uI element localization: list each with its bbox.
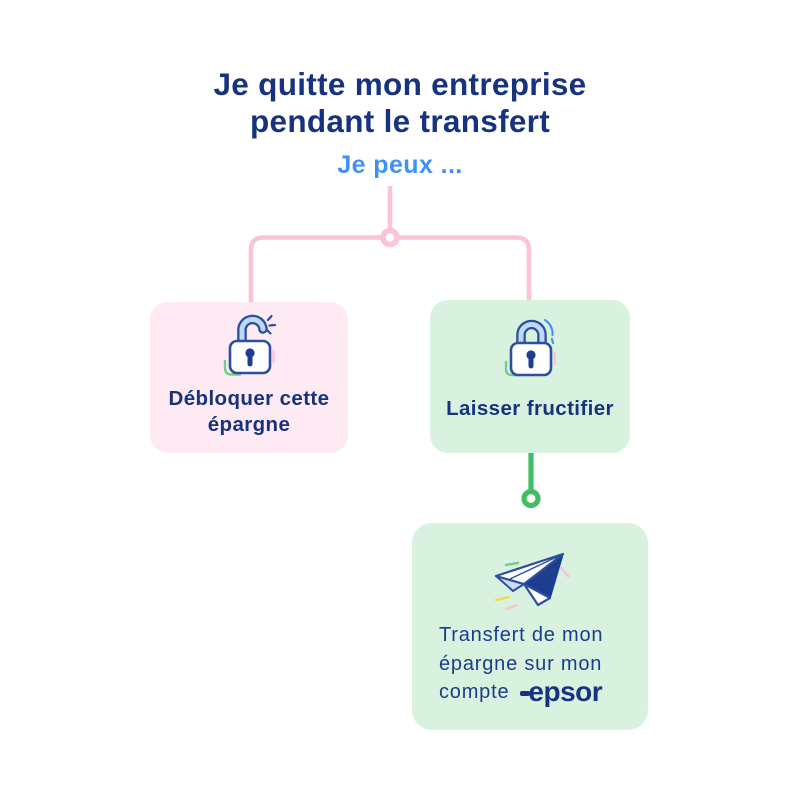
epsor-logo-dash [520,691,531,696]
card-unlock-savings: Débloquer cette épargne [150,302,348,453]
transfer-text-compte: compte [439,681,510,703]
header: Je quitte mon entreprise pendant le tran… [0,66,800,180]
green-node-circle [521,488,541,509]
closed-padlock-icon [504,318,556,377]
card-unlock-label: Débloquer cette épargne [150,386,348,438]
card-transfer-epsor: Transfert de mon épargne sur mon compte … [412,523,648,730]
pink-node-circle [380,227,400,248]
card-keep-label: Laisser fructifier [446,397,614,420]
pink-branch-connector [248,186,532,305]
paper-plane-icon [494,552,571,611]
card-keep-invested: Laisser fructifier [430,300,630,453]
transfer-text-line3: compte epsor [439,676,603,707]
page-subtitle: Je peux ... [337,151,463,179]
transfer-text-line2: épargne sur mon [439,652,603,675]
epsor-logo-text: epsor [528,676,603,707]
card-transfer-text: Transfert de mon épargne sur mon compte … [439,621,603,707]
transfer-text-line1: Transfert de mon [439,624,604,646]
green-connector [521,452,541,509]
card-unlock-label-line2: épargne [207,413,291,436]
open-padlock-icon [223,314,277,376]
epsor-logo: epsor [520,676,603,707]
page-title-line1: Je quitte mon entreprise [213,66,587,102]
page-title-line2: pendant le transfert [249,103,551,139]
card-unlock-label-line1: Débloquer cette [168,387,330,410]
